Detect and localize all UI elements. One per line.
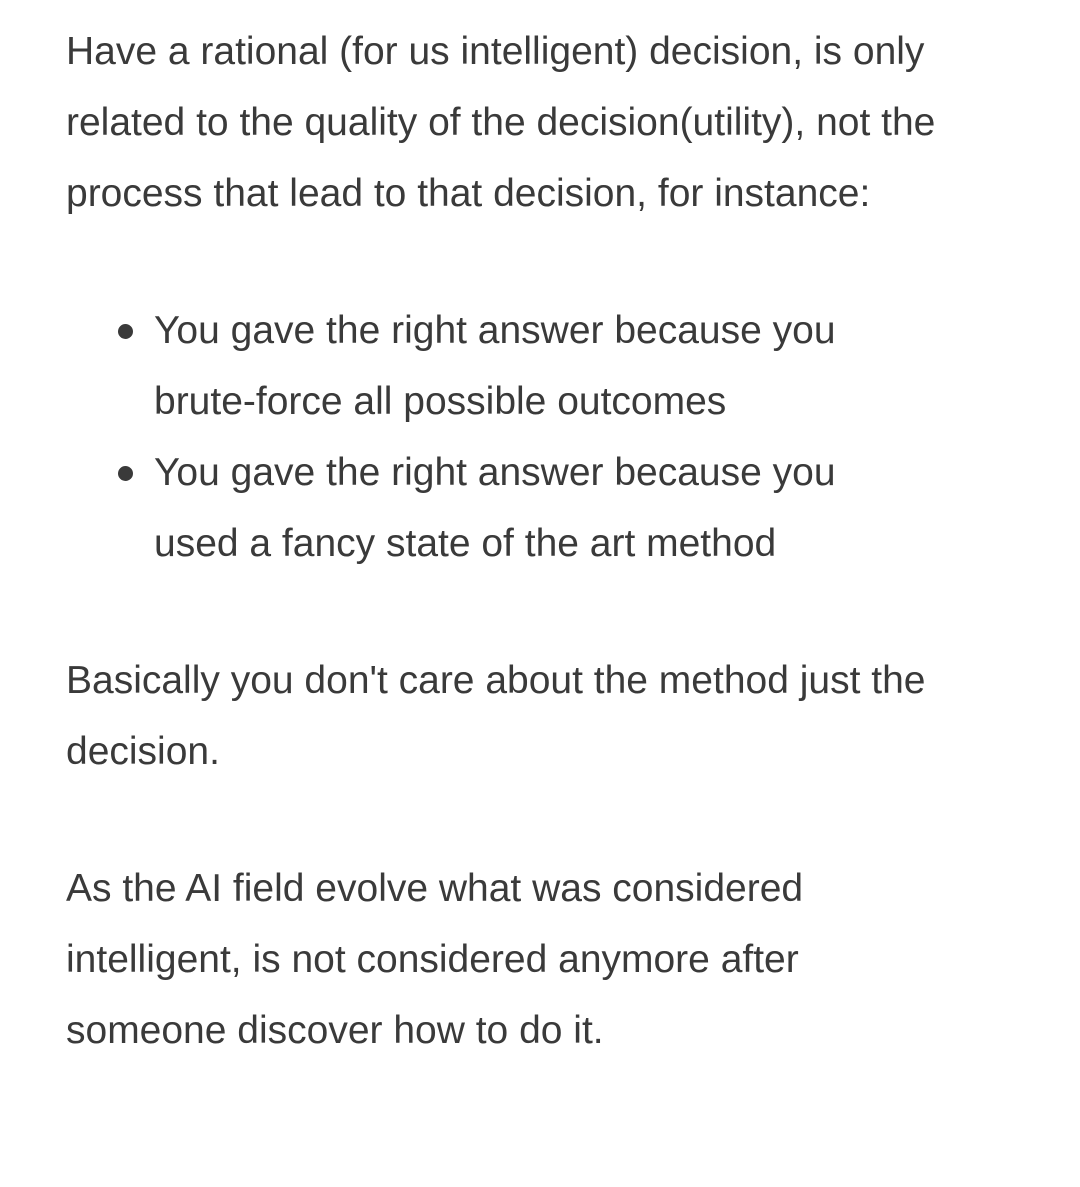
basically-paragraph: Basically you don't care about the metho… [66,659,926,773]
bullet-dot-icon [118,324,133,339]
bullet-list: You gave the right answer because you br… [66,295,1026,579]
ai-field-paragraph: As the AI field evolve what was consider… [66,867,804,1052]
list-item: You gave the right answer because you us… [66,437,914,579]
article-body: Have a rational (for us intelligent) dec… [66,16,1026,1066]
list-item-text: You gave the right answer because you br… [154,309,836,423]
list-item: You gave the right answer because you br… [66,295,914,437]
bullet-dot-icon [118,466,133,481]
intro-paragraph: Have a rational (for us intelligent) dec… [66,30,936,215]
list-item-text: You gave the right answer because you us… [154,451,836,565]
